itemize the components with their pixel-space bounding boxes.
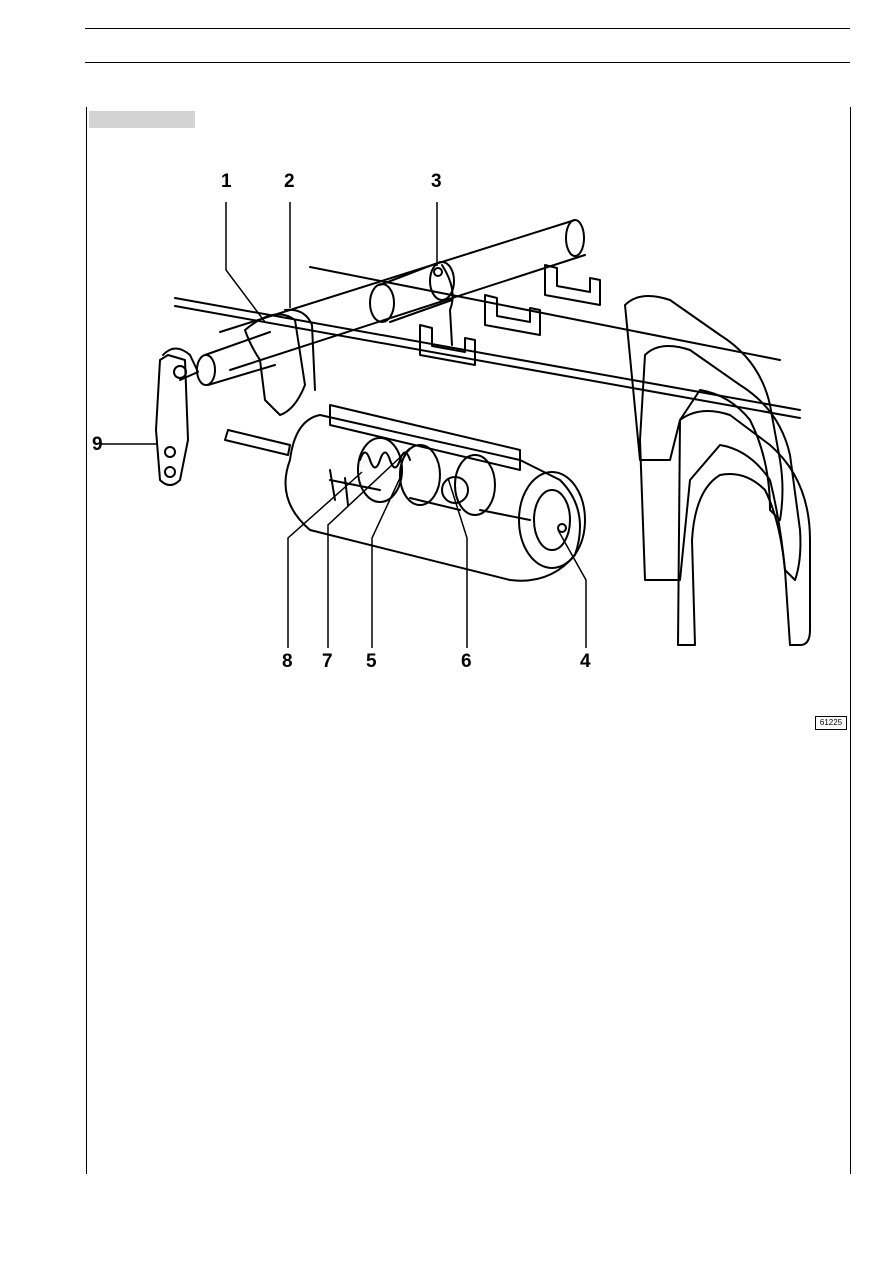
selector-shaft bbox=[219, 219, 586, 371]
shift-fork-middle bbox=[639, 345, 802, 581]
gate-plate-1 bbox=[419, 324, 476, 366]
callout-8: 8 bbox=[282, 651, 293, 672]
callout-9: 9 bbox=[92, 434, 103, 455]
figure-code-label: 61225 bbox=[815, 716, 847, 730]
gate-plate-2 bbox=[484, 294, 541, 336]
frame-right-border bbox=[850, 107, 851, 1174]
header-rule-top bbox=[85, 28, 850, 29]
gearshift-mechanism-illustration bbox=[100, 202, 811, 648]
gate-plate-3 bbox=[544, 264, 601, 306]
section-tab bbox=[89, 111, 195, 128]
leader-1 bbox=[225, 202, 266, 323]
frame-left-border bbox=[86, 107, 87, 1174]
rod-back-middle bbox=[174, 297, 801, 411]
front-shaft-stub bbox=[204, 331, 276, 386]
shift-lever bbox=[244, 313, 306, 416]
leader-8 bbox=[287, 471, 363, 648]
header-rule-bottom bbox=[85, 62, 850, 63]
detent-spring bbox=[359, 451, 411, 469]
linkage-rod bbox=[155, 354, 189, 486]
callout-3: 3 bbox=[431, 171, 442, 192]
callout-2: 2 bbox=[284, 171, 295, 192]
leader-6 bbox=[447, 477, 468, 648]
leader-lines bbox=[100, 202, 587, 648]
leader-7 bbox=[327, 447, 411, 648]
leader-5 bbox=[371, 477, 401, 648]
shift-fork-back bbox=[624, 295, 784, 521]
detent-plunger bbox=[357, 437, 403, 503]
shaft-sleeve bbox=[379, 261, 453, 323]
callout-5: 5 bbox=[366, 651, 377, 672]
shift-fork-front bbox=[677, 410, 811, 646]
callout-6: 6 bbox=[461, 651, 472, 672]
callout-1: 1 bbox=[221, 171, 232, 192]
rod-back-lower bbox=[174, 305, 801, 419]
selector-shaft-end bbox=[565, 219, 585, 257]
leader-4 bbox=[557, 529, 587, 648]
housing-end-cap bbox=[518, 471, 586, 569]
callout-4: 4 bbox=[580, 651, 591, 672]
callout-7: 7 bbox=[322, 651, 333, 672]
